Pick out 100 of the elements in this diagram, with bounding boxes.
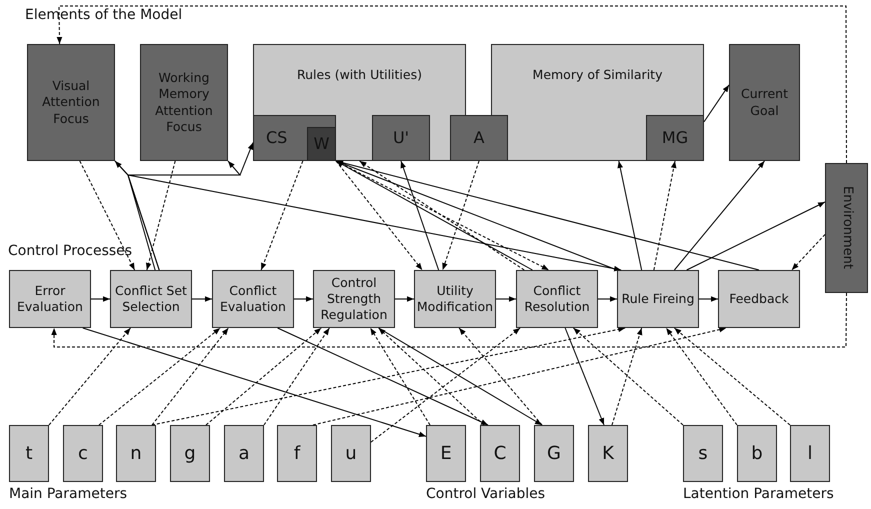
node-text: Conflict Evaluation xyxy=(219,282,287,316)
node-text: g xyxy=(184,442,196,466)
arrow xyxy=(336,160,618,270)
component-box xyxy=(646,115,704,161)
arrow xyxy=(618,160,642,270)
dashed-arrow xyxy=(378,328,484,426)
section-heading: Elements of the Model xyxy=(25,7,182,23)
dashed-arrow xyxy=(653,160,676,270)
node-text: b xyxy=(751,442,763,466)
dashed-arrow xyxy=(370,328,521,443)
arrow xyxy=(90,296,110,302)
node-text: Conflict Set Selection xyxy=(114,282,188,316)
parameter-box xyxy=(277,425,317,482)
parameter-box xyxy=(224,425,264,482)
parameter-box xyxy=(737,425,777,482)
node-text: n xyxy=(130,442,142,466)
dashed-arrow xyxy=(152,328,229,426)
parameter-box xyxy=(331,425,371,482)
component-box xyxy=(450,115,508,161)
environment-box xyxy=(825,163,868,293)
node-text: Visual Attention Focus xyxy=(41,78,101,127)
process-box xyxy=(718,270,800,328)
arrow xyxy=(378,328,542,426)
node-text: C xyxy=(494,442,506,466)
arrow xyxy=(704,84,730,122)
node-text: l xyxy=(807,442,812,466)
dashed-arrow xyxy=(666,328,738,426)
parameter-box xyxy=(116,425,156,482)
dashed-arrow xyxy=(312,326,727,426)
arrow xyxy=(277,328,488,426)
rules-box xyxy=(253,44,466,161)
process-box xyxy=(617,270,699,328)
parameter-box xyxy=(170,425,210,482)
dashed-arrow xyxy=(152,326,626,426)
section-heading: Latention Parameters xyxy=(683,486,834,502)
parameter-box xyxy=(790,425,830,482)
arrow xyxy=(192,296,212,302)
node-text: Utility Modification xyxy=(416,282,494,316)
node-text: Rule Fireing xyxy=(622,290,694,308)
process-box xyxy=(9,270,91,328)
process-box xyxy=(516,270,598,328)
element-box xyxy=(140,44,228,161)
arrow xyxy=(294,296,314,302)
process-box xyxy=(313,270,395,328)
dashed-arrow xyxy=(51,292,847,348)
node-text: Error Evaluation xyxy=(16,282,84,316)
node-text: K xyxy=(602,442,614,466)
node-text: Working Memory Attention Focus xyxy=(154,70,214,135)
dashed-arrow xyxy=(791,234,826,270)
node-text: E xyxy=(440,442,452,466)
parameter-box xyxy=(534,425,574,482)
node-text: c xyxy=(78,442,88,466)
dashed-arrow xyxy=(442,160,480,270)
parameter-box xyxy=(480,425,520,482)
parameter-box xyxy=(426,425,466,482)
dashed-arrow xyxy=(79,160,136,270)
component-box xyxy=(307,127,336,161)
arrow xyxy=(698,296,718,302)
arrow xyxy=(114,160,622,272)
dashed-arrow xyxy=(206,328,322,426)
arrow xyxy=(127,142,254,270)
node-text: f xyxy=(294,442,300,466)
node-text: G xyxy=(547,442,561,466)
dashed-arrow xyxy=(264,328,330,426)
parameter-box xyxy=(63,425,103,482)
node-text: U' xyxy=(392,128,410,148)
node-text: s xyxy=(698,442,708,466)
node-text: t xyxy=(25,442,33,466)
parameter-box xyxy=(683,425,723,482)
section-heading: Main Parameters xyxy=(9,486,128,502)
dashed-arrow xyxy=(674,328,790,426)
node-text: a xyxy=(238,442,250,466)
node-text: Feedback xyxy=(729,290,789,308)
arrow xyxy=(674,160,765,270)
node-text: Rules (with Utilities) xyxy=(297,67,422,84)
arrow xyxy=(400,160,440,270)
arrow xyxy=(686,202,826,270)
arrow xyxy=(564,328,604,426)
dashed-arrow xyxy=(336,160,423,270)
memory-box xyxy=(491,44,704,161)
arrow xyxy=(82,328,426,437)
arrow xyxy=(114,160,156,270)
node-text: Current Goal xyxy=(740,86,789,119)
node-text: Memory of Similarity xyxy=(532,67,662,84)
dashed-arrow xyxy=(612,328,642,426)
node-text: u xyxy=(345,442,357,466)
arrow xyxy=(496,296,516,302)
dashed-arrow xyxy=(56,6,847,164)
element-box xyxy=(27,44,115,161)
dashed-arrow xyxy=(370,328,430,426)
component-box xyxy=(372,115,430,161)
node-text: A xyxy=(474,128,484,148)
section-heading: Control Processes xyxy=(8,243,132,259)
parameter-box xyxy=(9,425,49,482)
node-text: CS xyxy=(265,128,288,148)
dashed-arrow xyxy=(48,328,131,426)
node-text: Control Strength Regulation xyxy=(320,274,388,324)
dashed-arrow xyxy=(260,160,304,270)
section-heading: Control Variables xyxy=(426,486,546,502)
component-box xyxy=(253,115,336,161)
